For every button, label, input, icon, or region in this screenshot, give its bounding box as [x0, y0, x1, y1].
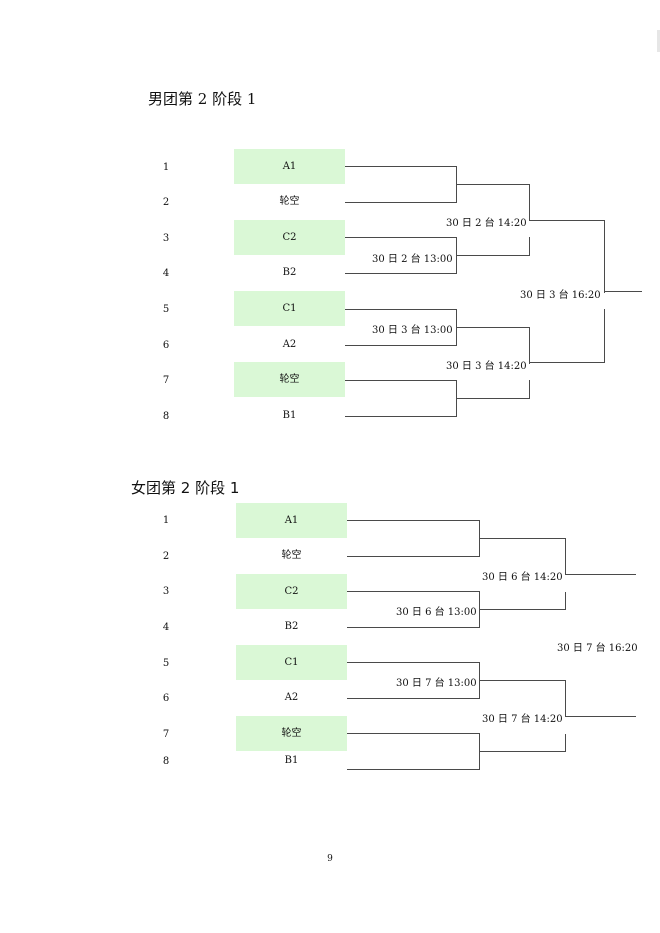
team-slot: B1	[284, 755, 299, 766]
match-time-label: 30 日 3 台 13:00	[372, 325, 453, 336]
team-slot: 轮空	[236, 716, 347, 751]
bracket-line	[347, 698, 480, 699]
bracket-line	[529, 220, 605, 221]
team-slot: C2	[234, 220, 345, 255]
seed-number: 8	[162, 411, 170, 422]
match-time-label: 30 日 3 台 16:20	[520, 290, 601, 301]
match-time-label: 30 日 2 台 14:20	[446, 218, 527, 229]
team-slot: C1	[236, 645, 347, 680]
bracket-line	[604, 309, 605, 363]
bracket-line	[529, 184, 530, 221]
team-slot: 轮空	[281, 550, 302, 561]
bracket-line	[565, 716, 636, 717]
seed-number: 2	[162, 551, 170, 562]
bracket-line	[529, 362, 605, 363]
bracket-line	[479, 538, 566, 539]
bracket-line	[347, 662, 480, 663]
bracket-line	[347, 520, 480, 521]
bracket-line	[345, 309, 457, 310]
seed-number: 3	[162, 233, 170, 244]
team-slot: A2	[284, 692, 299, 703]
seed-number: 3	[162, 586, 170, 597]
seed-number: 6	[162, 340, 170, 351]
match-time-label: 30 日 7 台 16:20	[557, 643, 638, 654]
bracket-line	[479, 751, 566, 752]
bracket-line	[565, 574, 636, 575]
bracket-line	[565, 538, 566, 575]
team-slot: 轮空	[234, 362, 345, 397]
bracket-line	[345, 416, 457, 417]
bracket-line	[345, 166, 457, 167]
match-time-label: 30 日 6 台 13:00	[396, 607, 477, 618]
bracket-line	[565, 592, 566, 610]
bracket-line	[347, 769, 480, 770]
bracket-line	[347, 627, 480, 628]
seed-number: 4	[162, 622, 170, 633]
bracket-line	[604, 220, 605, 293]
bracket-line	[565, 680, 566, 717]
match-time-label: 30 日 7 台 14:20	[482, 714, 563, 725]
seed-number: 5	[162, 658, 170, 669]
team-slot: A2	[282, 339, 297, 350]
bracket-line	[345, 345, 457, 346]
seed-number: 2	[162, 197, 170, 208]
team-slot: B2	[282, 267, 297, 278]
team-slot: A1	[234, 149, 345, 184]
match-time-label: 30 日 3 台 14:20	[446, 361, 527, 372]
bracket-line	[529, 380, 530, 399]
bracket-line	[345, 237, 457, 238]
bracket-line	[529, 237, 530, 256]
seed-number: 4	[162, 268, 170, 279]
team-slot: A1	[236, 503, 347, 538]
bracket-line	[347, 733, 480, 734]
bracket-line	[345, 380, 457, 381]
bracket-line	[347, 591, 480, 592]
seed-number: 7	[162, 375, 170, 386]
bracket-line	[456, 184, 530, 185]
bracket-line	[345, 273, 457, 274]
seed-number: 8	[162, 756, 170, 767]
team-slot: 轮空	[279, 196, 300, 207]
seed-number: 7	[162, 729, 170, 740]
bracket-line	[479, 609, 566, 610]
team-slot: C2	[236, 574, 347, 609]
bracket-line	[565, 734, 566, 752]
team-slot: B1	[282, 410, 297, 421]
match-time-label: 30 日 6 台 14:20	[482, 572, 563, 583]
match-time-label: 30 日 7 台 13:00	[396, 678, 477, 689]
section-title: 女团第 2 阶段 1	[131, 479, 240, 497]
page-edge-mark	[657, 30, 660, 52]
bracket-line	[456, 327, 530, 328]
bracket-line	[347, 556, 480, 557]
page-number: 9	[327, 854, 333, 864]
seed-number: 5	[162, 304, 170, 315]
seed-number: 1	[162, 515, 170, 526]
bracket-line	[479, 680, 566, 681]
bracket-line	[345, 202, 457, 203]
bracket-line	[529, 327, 530, 364]
seed-number: 6	[162, 693, 170, 704]
section-title: 男团第 2 阶段 1	[148, 90, 257, 108]
match-time-label: 30 日 2 台 13:00	[372, 254, 453, 265]
team-slot: C1	[234, 291, 345, 326]
bracket-line	[604, 291, 642, 292]
seed-number: 1	[162, 162, 170, 173]
bracket-line	[456, 255, 530, 256]
bracket-line	[456, 398, 530, 399]
team-slot: B2	[284, 621, 299, 632]
